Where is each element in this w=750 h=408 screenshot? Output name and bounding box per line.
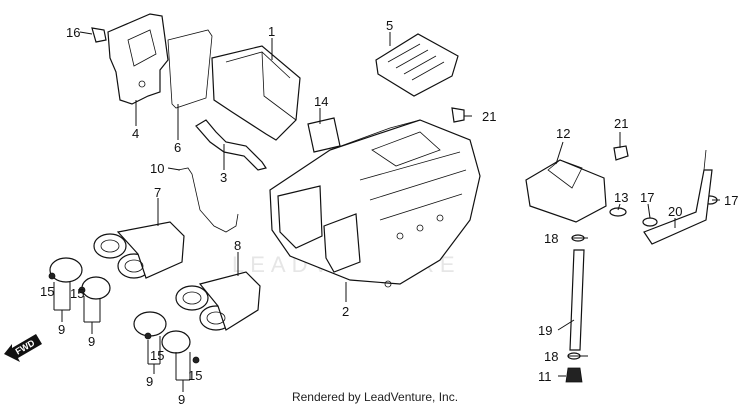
callout-11: 11	[538, 369, 552, 384]
part-21-bolt-left	[451, 107, 465, 123]
callout-15-d: 15	[188, 368, 202, 383]
callout-9-b: 9	[88, 334, 95, 349]
callout-9-a: 9	[58, 322, 65, 337]
part-8-intake-boots	[175, 271, 261, 331]
callout-12: 12	[556, 126, 570, 141]
forward-direction-arrow: FWD	[4, 334, 42, 362]
callout-7: 7	[154, 185, 161, 200]
callout-16: 16	[66, 25, 80, 40]
callout-17-left: 17	[640, 190, 654, 205]
part-17-clamp-left	[642, 217, 658, 227]
callout-17-right: 17	[724, 193, 738, 208]
callout-18-bottom: 18	[544, 349, 558, 364]
callout-15-b: 15	[70, 286, 84, 301]
callout-1: 1	[268, 24, 275, 39]
part-1-element-case	[211, 45, 301, 141]
callout-10: 10	[150, 161, 164, 176]
part-12-breather-chamber	[525, 159, 607, 223]
callout-15-a: 15	[40, 284, 54, 299]
callout-2: 2	[342, 304, 349, 319]
part-2-main-case	[269, 119, 481, 288]
part-10-wire-clip	[177, 167, 239, 233]
part-21-bolt-right	[613, 145, 629, 161]
part-15-screws	[48, 272, 200, 364]
callout-9-d: 9	[178, 392, 185, 407]
callout-19: 19	[538, 323, 552, 338]
leader-lines	[53, 31, 720, 392]
callout-9-c: 9	[146, 374, 153, 389]
part-6-seal	[167, 29, 213, 109]
part-11-plug	[565, 367, 583, 383]
part-16-bolt	[91, 27, 107, 43]
callout-numbers: 16 1 5 4 6 14 21 3 10 7 8 2 12 21 13 17 …	[40, 18, 738, 407]
part-20-tube	[643, 169, 713, 245]
part-19-drain-tube	[569, 249, 585, 351]
callout-3: 3	[220, 170, 227, 185]
part-7-intake-boots	[93, 221, 185, 279]
part-4-cover-plate	[107, 13, 169, 105]
part-14-sheet	[307, 117, 341, 153]
part-3-bracket	[195, 119, 267, 171]
part-13-clip	[609, 207, 627, 217]
callout-20: 20	[668, 204, 682, 219]
callout-4: 4	[132, 126, 139, 141]
callout-21-left: 21	[482, 109, 496, 124]
part-5-pad	[375, 33, 459, 97]
render-credit: Rendered by LeadVenture, Inc.	[291, 390, 459, 404]
callout-8: 8	[234, 238, 241, 253]
callout-18-top: 18	[544, 231, 558, 246]
tube-lead	[703, 149, 707, 171]
callout-14: 14	[314, 94, 328, 109]
callout-21-right: 21	[614, 116, 628, 131]
callout-5: 5	[386, 18, 393, 33]
callout-13: 13	[614, 190, 628, 205]
callout-15-c: 15	[150, 348, 164, 363]
callout-6: 6	[174, 140, 181, 155]
